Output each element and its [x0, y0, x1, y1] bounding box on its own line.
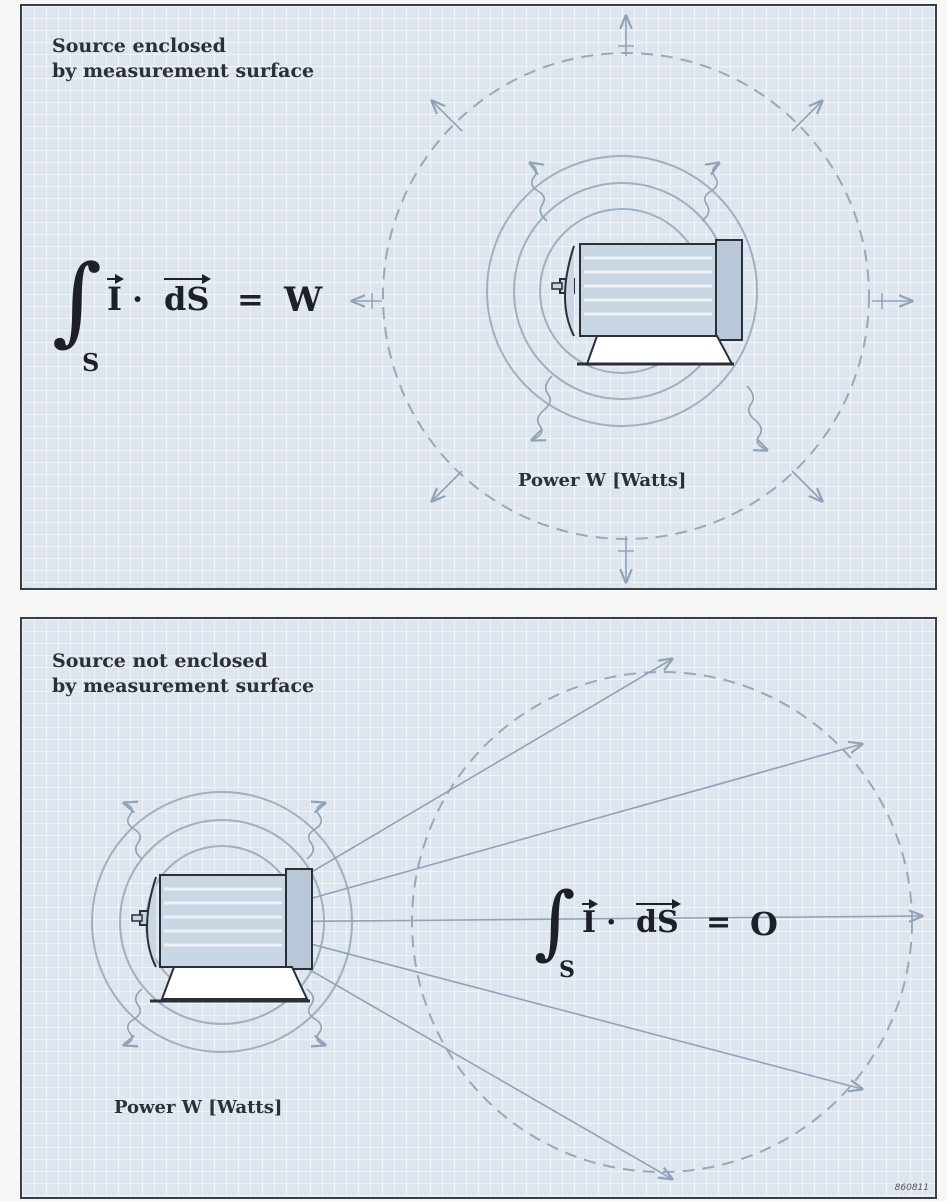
intensity-vector: I [107, 274, 124, 318]
flux-integral-formula: ∫ S I · dS = O [534, 875, 814, 991]
motor-source [551, 239, 743, 366]
not-enclosed-diagram [91, 619, 935, 1197]
integral-sign: ∫ [52, 244, 103, 356]
wavy-energy-paths [530, 163, 767, 450]
caption: Source not enclosed by measurement surfa… [52, 649, 314, 699]
enclosed-diagram [22, 6, 935, 588]
formula-result: O [750, 905, 778, 943]
outward-arrows [352, 16, 912, 582]
area-vector: dS [164, 274, 212, 318]
flux-integral-formula: ∫ S I · dS = W [52, 244, 372, 382]
figure-number: 860811 [894, 1183, 929, 1193]
dot-operator: · [132, 280, 144, 318]
integral-subscript: S [559, 957, 575, 983]
motor-source [131, 868, 313, 1003]
caption-line-2: by measurement surface [52, 675, 315, 697]
caption: Source enclosed by measurement surface [52, 34, 314, 84]
area-vector: dS [636, 899, 681, 940]
surface-ticks [371, 45, 883, 552]
integral-subscript: S [82, 348, 100, 377]
equals-sign: = [706, 905, 732, 940]
equals-sign: = [237, 280, 264, 318]
wavy-energy-paths [124, 803, 325, 1045]
integral-sign: ∫ [534, 875, 576, 968]
dot-operator: · [606, 905, 617, 940]
panel-source-not-enclosed: Source not enclosed by measurement surfa… [20, 617, 937, 1199]
power-label: Power W [Watts] [114, 1097, 283, 1118]
power-label: Power W [Watts] [518, 470, 687, 491]
caption-line-2: by measurement surface [52, 60, 315, 82]
formula-result: W [284, 280, 323, 320]
caption-line-1: Source enclosed [52, 35, 226, 57]
panel-source-enclosed: Source enclosed by measurement surface ∫… [20, 4, 937, 590]
intensity-vector: I [582, 899, 599, 940]
caption-line-1: Source not enclosed [52, 650, 268, 672]
